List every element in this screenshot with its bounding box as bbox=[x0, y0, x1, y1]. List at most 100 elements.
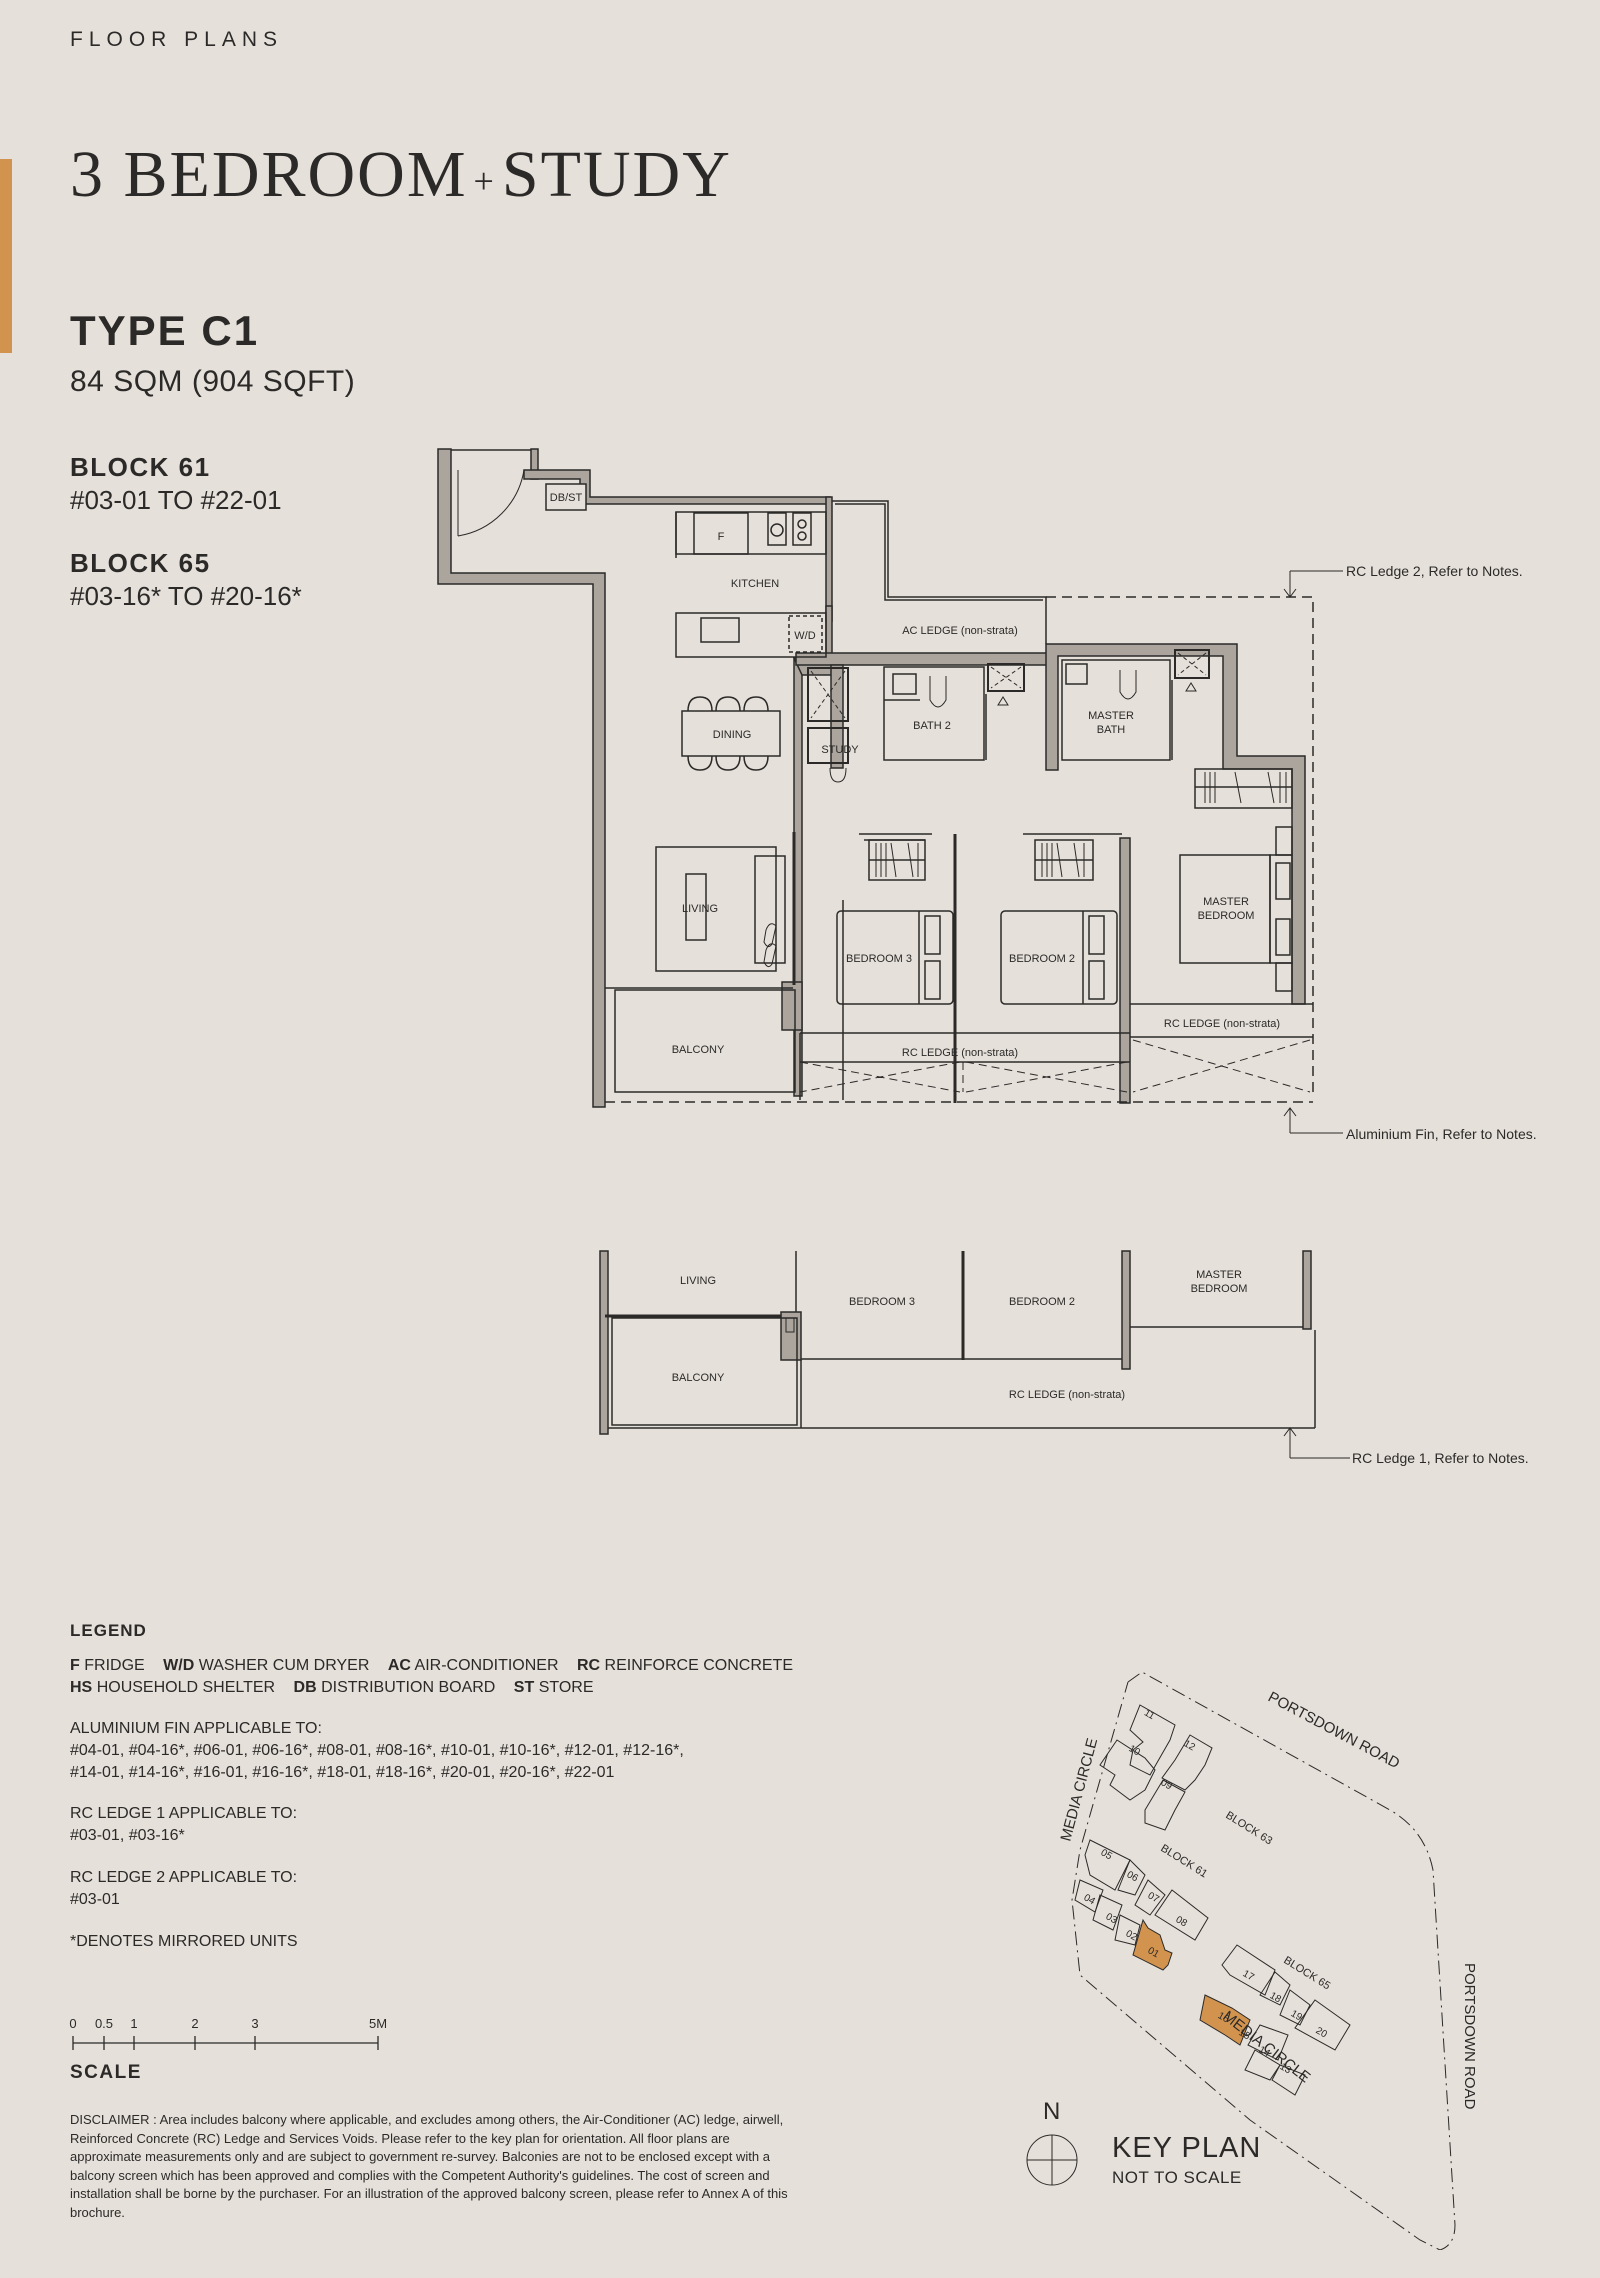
svg-text:0.5: 0.5 bbox=[95, 2016, 113, 2031]
label-master-bath-1: MASTER bbox=[1088, 710, 1134, 722]
key-plan-title: KEY PLAN bbox=[1112, 2132, 1262, 2164]
title-part-1: 3 BEDROOM bbox=[70, 138, 468, 211]
label-study: STUDY bbox=[821, 744, 859, 756]
svg-text:01: 01 bbox=[1146, 1945, 1162, 1960]
label-db-st: DB/ST bbox=[550, 492, 583, 504]
callout-rc-ledge-1: RC Ledge 1, Refer to Notes. bbox=[1352, 1450, 1529, 1466]
svg-text:17: 17 bbox=[1241, 1968, 1257, 1983]
rc-ledge-1-units: #03-01, #03-16* bbox=[70, 1827, 185, 1844]
legend-item: AC AIR-CONDITIONER bbox=[387, 1657, 559, 1674]
block-units: #03-16* TO #20-16* bbox=[70, 581, 302, 611]
svg-text:3: 3 bbox=[251, 2016, 258, 2031]
label-rc-ledge-right: RC LEDGE (non-strata) bbox=[1164, 1018, 1280, 1030]
svg-text:19: 19 bbox=[1289, 2008, 1305, 2023]
block-name: BLOCK 61 bbox=[70, 452, 211, 482]
svg-text:07: 07 bbox=[1146, 1890, 1162, 1905]
svg-text:13: 13 bbox=[1278, 2061, 1294, 2076]
svg-text:18: 18 bbox=[1268, 1990, 1284, 2005]
key-plan-subtitle: NOT TO SCALE bbox=[1112, 2168, 1242, 2187]
scale-title: SCALE bbox=[70, 2062, 142, 2083]
label-master-bath-2: BATH bbox=[1097, 724, 1126, 736]
rc-ledge-2-units: #03-01 bbox=[70, 1891, 120, 1908]
svg-text:04: 04 bbox=[1082, 1892, 1098, 1907]
key-plan-map: 11 10 12 09 05 06 07 08 04 03 02 01 17 1… bbox=[1057, 1671, 1478, 2250]
scale-bar: 0 0.5 1 2 3 5M bbox=[69, 2016, 387, 2050]
svg-text:09: 09 bbox=[1159, 1777, 1175, 1792]
svg-text:15: 15 bbox=[1237, 2027, 1253, 2042]
road-portsdown-right: PORTSDOWN ROAD bbox=[1461, 1963, 1478, 2110]
label-bedroom2: BEDROOM 2 bbox=[1009, 953, 1075, 965]
svg-text:1: 1 bbox=[130, 2016, 137, 2031]
label-bath2: BATH 2 bbox=[913, 720, 951, 732]
svg-text:02: 02 bbox=[1124, 1928, 1140, 1943]
svg-text:05: 05 bbox=[1099, 1847, 1115, 1862]
partial-label-balcony: BALCONY bbox=[672, 1372, 725, 1384]
label-ac-ledge: AC LEDGE (non-strata) bbox=[902, 625, 1018, 637]
block-units: #03-01 TO #22-01 bbox=[70, 485, 282, 515]
unit-area: 84 SQM (904 SQFT) bbox=[70, 365, 356, 398]
svg-text:0: 0 bbox=[69, 2016, 76, 2031]
section-eyebrow: FLOOR PLANS bbox=[70, 28, 284, 51]
road-portsdown-top: PORTSDOWN ROAD bbox=[1265, 1689, 1402, 1773]
label-balcony: BALCONY bbox=[672, 1044, 725, 1056]
svg-text:2: 2 bbox=[191, 2016, 198, 2031]
floor-plan: DB/ST F KITCHEN W/D AC LEDGE (non-strata… bbox=[437, 448, 1537, 1466]
svg-text:10: 10 bbox=[1127, 1743, 1143, 1758]
svg-text:5M: 5M bbox=[369, 2016, 387, 2031]
aluminium-fin-note: ALUMINIUM FIN APPLICABLE TO: #04-01, #04… bbox=[70, 1718, 684, 1784]
callout-rc-ledge-2: RC Ledge 2, Refer to Notes. bbox=[1346, 563, 1523, 579]
aluminium-fin-units-2: #14-01, #14-16*, #16-01, #16-16*, #18-01… bbox=[70, 1764, 615, 1781]
page-title: 3 BEDROOM+STUDY bbox=[70, 142, 732, 208]
legend-row-1: F FRIDGE W/D WASHER CUM DRYER AC AIR-CON… bbox=[70, 1655, 807, 1677]
north-compass-icon bbox=[1026, 2134, 1078, 2186]
svg-text:12: 12 bbox=[1182, 1738, 1198, 1753]
wall-entry-left bbox=[437, 448, 606, 1108]
block-name: BLOCK 65 bbox=[70, 548, 211, 578]
label-master-bedroom-1: MASTER bbox=[1203, 896, 1249, 908]
legend-row-2: HS HOUSEHOLD SHELTER DB DISTRIBUTION BOA… bbox=[70, 1677, 807, 1699]
partial-label-master-1: MASTER bbox=[1196, 1269, 1242, 1281]
road-media-left: MEDIA CIRCLE bbox=[1057, 1736, 1101, 1843]
svg-text:BLOCK 63: BLOCK 63 bbox=[1223, 1809, 1274, 1847]
partial-label-bedroom2: BEDROOM 2 bbox=[1009, 1296, 1075, 1308]
partial-plan bbox=[599, 1250, 1350, 1459]
svg-text:20: 20 bbox=[1314, 2025, 1330, 2040]
accent-bar bbox=[0, 159, 12, 353]
svg-text:06: 06 bbox=[1125, 1869, 1141, 1884]
legend-item: ST STORE bbox=[513, 1679, 594, 1696]
legend-item: RC REINFORCE CONCRETE bbox=[576, 1657, 793, 1674]
aluminium-fin-units-1: #04-01, #04-16*, #06-01, #06-16*, #08-01… bbox=[70, 1742, 684, 1759]
partial-label-living: LIVING bbox=[680, 1275, 716, 1287]
partial-label-rc-ledge: RC LEDGE (non-strata) bbox=[1009, 1389, 1125, 1401]
block-65-info: BLOCK 65 #03-16* TO #20-16* bbox=[70, 548, 302, 612]
svg-text:BLOCK 61: BLOCK 61 bbox=[1158, 1842, 1209, 1880]
svg-text:03: 03 bbox=[1104, 1911, 1120, 1926]
svg-text:16: 16 bbox=[1216, 2010, 1232, 2025]
title-part-2: STUDY bbox=[501, 138, 732, 211]
title-plus: + bbox=[473, 160, 496, 201]
svg-text:14: 14 bbox=[1257, 2044, 1273, 2059]
legend-items: F FRIDGE W/D WASHER CUM DRYER AC AIR-CON… bbox=[70, 1655, 807, 1699]
rc-ledge-1-note: RC LEDGE 1 APPLICABLE TO: #03-01, #03-16… bbox=[70, 1803, 297, 1847]
legend-item: W/D WASHER CUM DRYER bbox=[163, 1657, 370, 1674]
label-dining: DINING bbox=[713, 729, 752, 741]
label-rc-ledge: RC LEDGE (non-strata) bbox=[902, 1047, 1018, 1059]
mirrored-note: *DENOTES MIRRORED UNITS bbox=[70, 1933, 298, 1950]
rc-ledge-2-note: RC LEDGE 2 APPLICABLE TO: #03-01 bbox=[70, 1867, 297, 1911]
rc-ledge-1-title: RC LEDGE 1 APPLICABLE TO: bbox=[70, 1805, 298, 1822]
disclaimer: DISCLAIMER : Area includes balcony where… bbox=[70, 2112, 788, 2220]
unit-type: TYPE C1 bbox=[70, 307, 260, 354]
legend-item: DB DISTRIBUTION BOARD bbox=[293, 1679, 496, 1696]
svg-text:08: 08 bbox=[1174, 1914, 1190, 1929]
label-bedroom3: BEDROOM 3 bbox=[846, 953, 912, 965]
label-kitchen: KITCHEN bbox=[731, 578, 779, 590]
legend-item: HS HOUSEHOLD SHELTER bbox=[70, 1679, 276, 1696]
label-fridge: F bbox=[718, 531, 725, 543]
svg-text:11: 11 bbox=[1142, 1707, 1157, 1722]
partial-label-bedroom3: BEDROOM 3 bbox=[849, 1296, 915, 1308]
legend-title: LEGEND bbox=[70, 1621, 147, 1640]
legend-item: F FRIDGE bbox=[70, 1657, 145, 1674]
partial-label-master-2: BEDROOM bbox=[1191, 1283, 1248, 1295]
callout-aluminium-fin: Aluminium Fin, Refer to Notes. bbox=[1346, 1126, 1537, 1142]
north-label: N bbox=[1043, 2098, 1061, 2125]
